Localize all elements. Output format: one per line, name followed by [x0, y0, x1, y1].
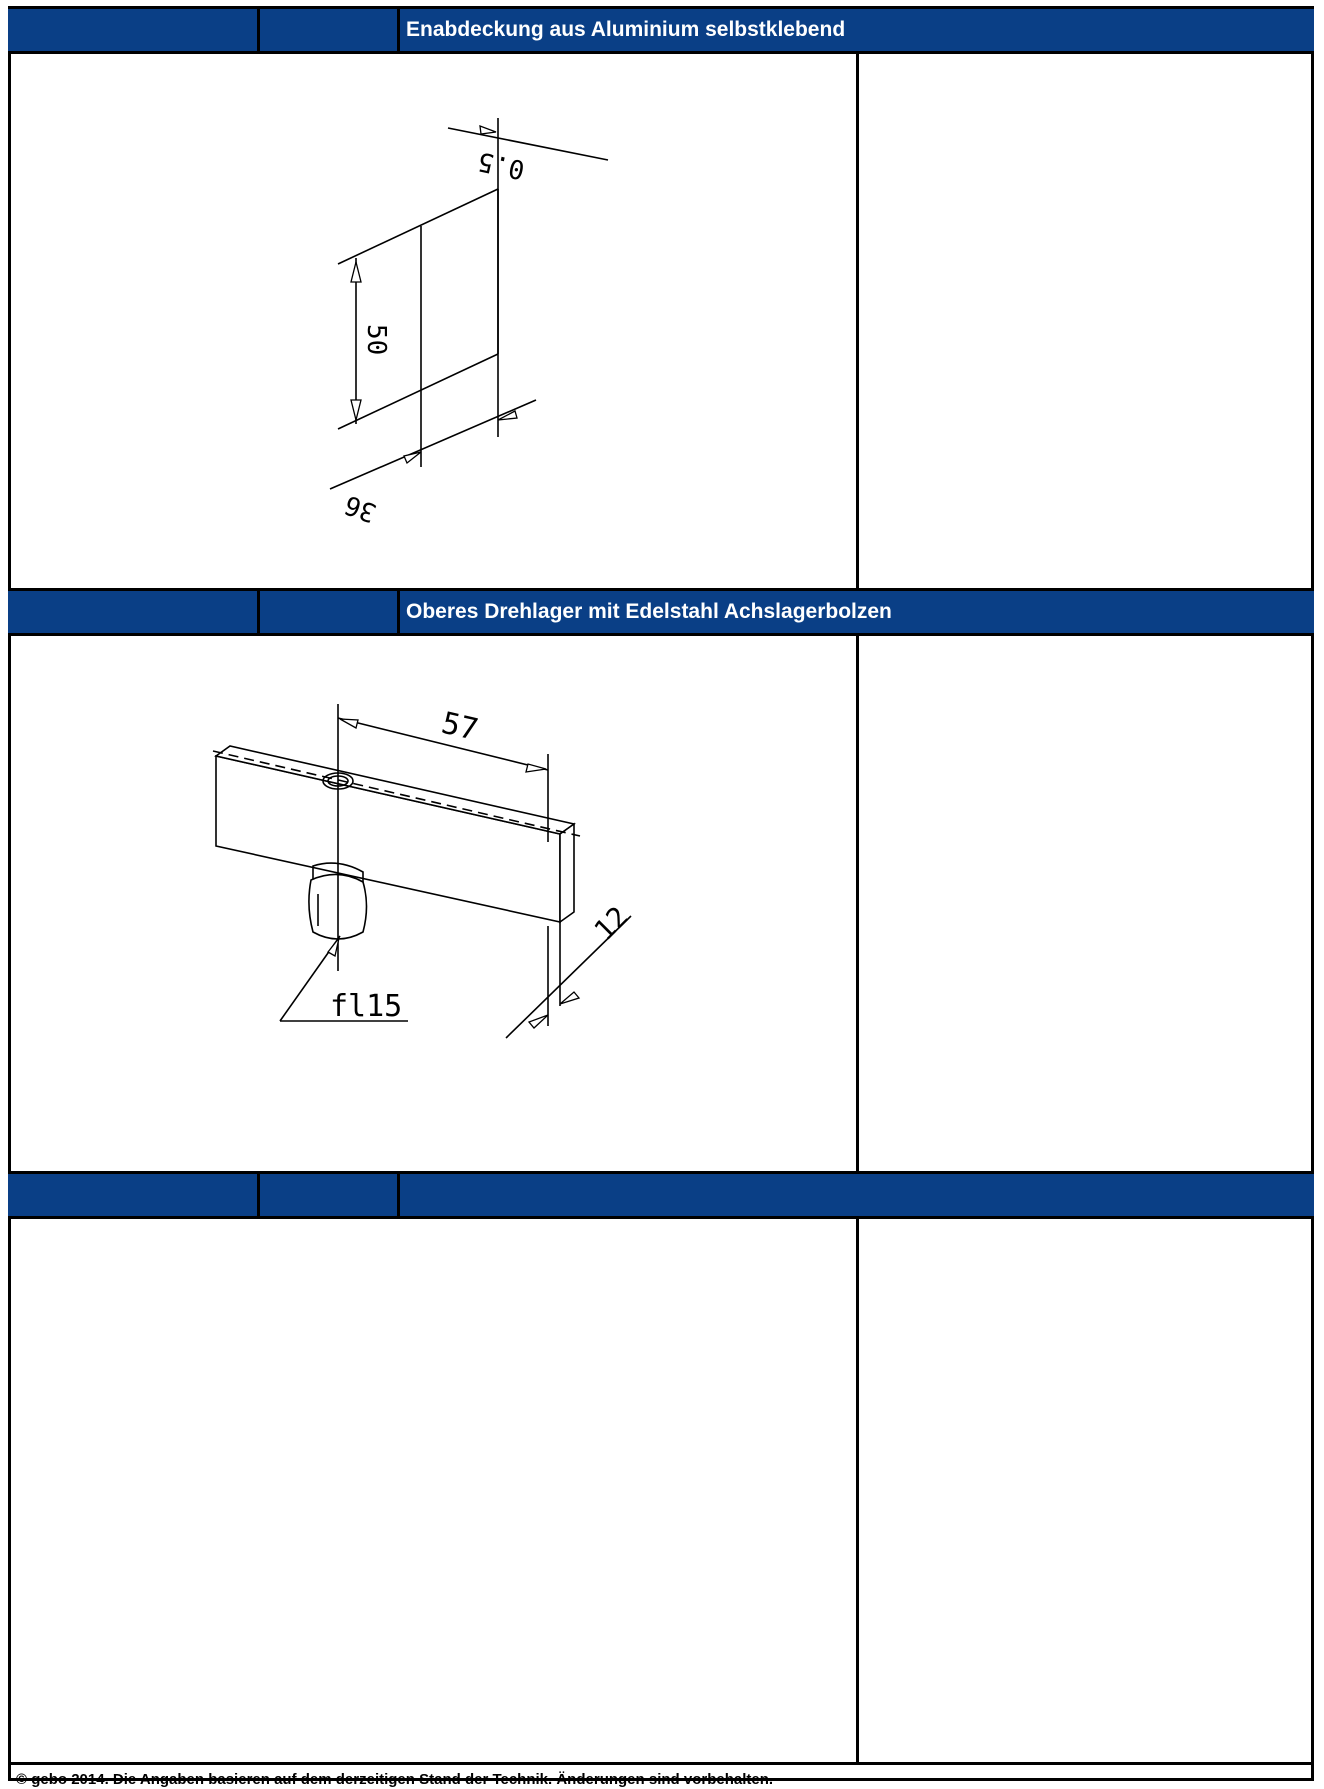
datasheet: Enabdeckung aus Aluminium selbstklebend: [8, 6, 1318, 1789]
dim-width-label: 36: [341, 489, 381, 528]
section-1-title: Enabdeckung aus Aluminium selbstklebend: [406, 18, 846, 41]
section-3-title: [400, 1174, 1314, 1216]
section-1-header: Enabdeckung aus Aluminium selbstklebend: [8, 6, 1314, 54]
dim-line-57: [337, 717, 549, 771]
section-2-content: 57 12 fl15: [8, 636, 1314, 1176]
arrow-width-left: [403, 451, 422, 465]
cover-plate-drawing: 0.5 50 36: [329, 118, 609, 528]
pivot-bearing-drawing: 57 12 fl15: [212, 704, 635, 1039]
bar-front-face: [215, 754, 561, 923]
bar-end-face: [559, 822, 575, 924]
section-3-content: [8, 1219, 1314, 1764]
arrow-thickness: [479, 125, 497, 135]
dim-depth-label: 12: [588, 900, 635, 947]
section-2-col1: [8, 591, 260, 633]
arrow-57-left: [339, 718, 359, 729]
dim-line-12: [505, 915, 632, 1039]
section-1-divider: [856, 54, 859, 594]
section-3-col2: [260, 1174, 400, 1216]
section-2-header: Oberes Drehlager mit Edelstahl Achslager…: [8, 588, 1314, 636]
plate-bottom-edge: [337, 353, 499, 430]
arrow-height-bottom: [350, 399, 362, 421]
section-3-col1: [8, 1174, 260, 1216]
arrow-57-right: [525, 763, 547, 773]
dim-height-label: 50: [361, 324, 391, 355]
section-1-col2: [260, 9, 400, 51]
plate-top-edge: [337, 188, 499, 265]
section-1-content: 0.5 50 36: [8, 54, 1314, 594]
section-2-title: Oberes Drehlager mit Edelstahl Achslager…: [406, 600, 892, 623]
section-3-header: [8, 1171, 1314, 1219]
dim-thickness-label: 0.5: [475, 145, 527, 184]
copyright-footer: © gebo 2014. Die Angaben basieren auf de…: [16, 1771, 774, 1788]
dim-length-label: 57: [438, 706, 481, 748]
bar-center-line: [212, 750, 581, 837]
arrow-12-right: [559, 991, 581, 1005]
section-3-divider: [856, 1219, 859, 1764]
footer-rule: [8, 1762, 1314, 1765]
section-1-col1: [8, 9, 260, 51]
section-2-col2: [260, 591, 400, 633]
arrow-12-left: [527, 1014, 549, 1029]
section-2-divider: [856, 636, 859, 1176]
arrow-height-top: [350, 261, 362, 283]
dim-line-thickness: [447, 127, 609, 161]
dim-line-width: [329, 399, 537, 490]
arrow-diameter: [327, 937, 340, 958]
dim-diameter-label: fl15: [330, 989, 402, 1024]
arrow-width-right: [497, 410, 518, 421]
